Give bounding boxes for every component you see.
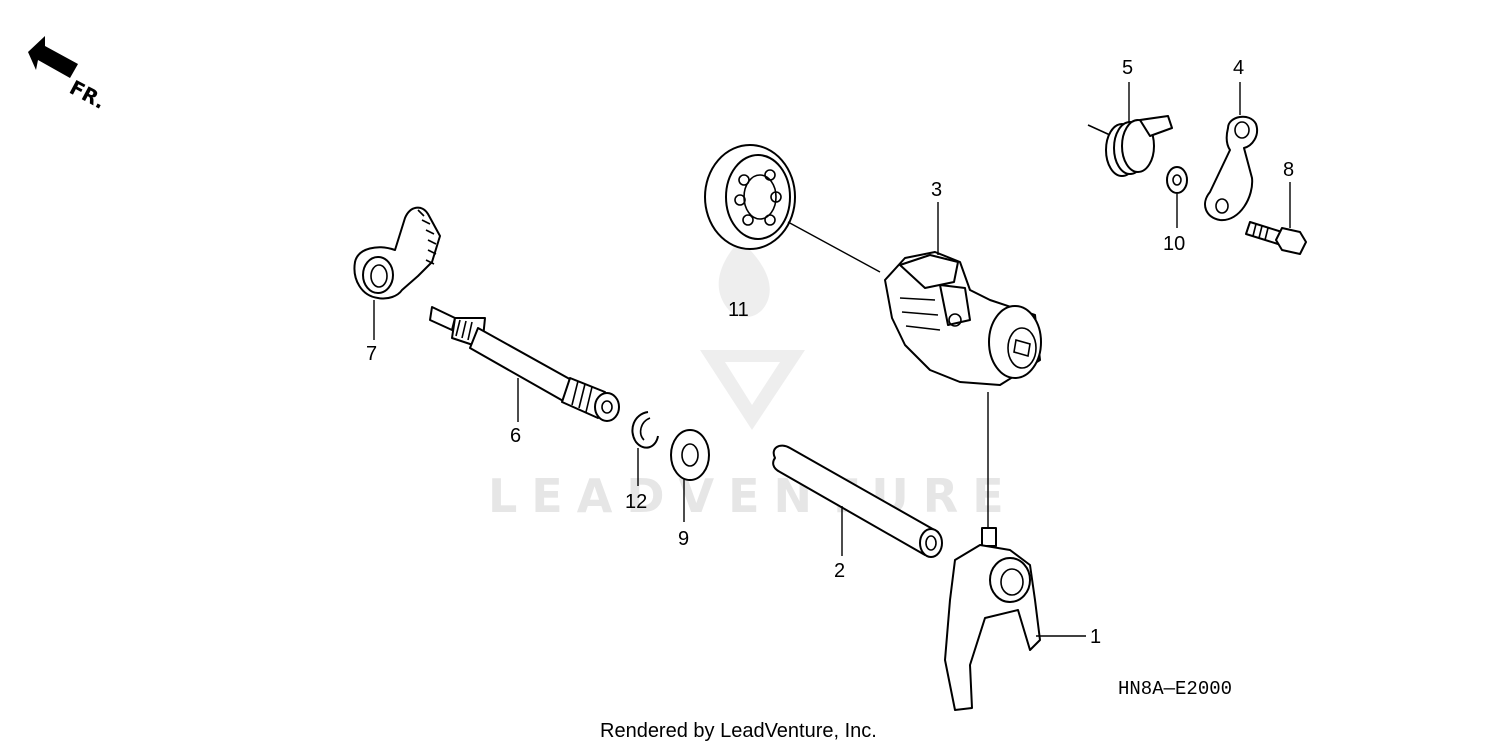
callout-9: 9	[678, 528, 689, 550]
callout-3: 3	[931, 179, 942, 201]
part-9-washer	[670, 429, 710, 481]
front-direction-label: FR.	[66, 75, 110, 114]
watermark-v-icon	[700, 350, 805, 430]
callout-1: 1	[1090, 626, 1101, 648]
callout-4: 4	[1233, 57, 1244, 79]
part-5-spring	[1087, 115, 1173, 177]
front-arrow-icon	[28, 36, 78, 78]
part-1-shift-fork	[944, 527, 1041, 711]
part-7-gear-segment	[353, 206, 441, 300]
part-12-snap-ring	[631, 411, 659, 449]
front-direction-indicator: FR.	[28, 36, 110, 114]
watermark-text: LEADVENTURE	[488, 469, 1018, 523]
callout-7: 7	[366, 343, 377, 365]
callout-5: 5	[1122, 57, 1133, 79]
callout-8: 8	[1283, 159, 1294, 181]
callout-11: 11	[728, 299, 749, 321]
leader-11-to-3	[787, 221, 881, 273]
callout-6: 6	[510, 425, 521, 447]
part-3-shift-drum	[884, 251, 1042, 386]
part-2-fork-shaft	[772, 444, 943, 558]
watermark: LEADVENTURE	[488, 240, 1018, 523]
callout-10: 10	[1163, 233, 1185, 255]
callout-2: 2	[834, 560, 845, 582]
footer-credit: Rendered by LeadVenture, Inc.	[600, 720, 877, 742]
part-6-shift-spindle	[429, 306, 620, 422]
part-10-washer	[1166, 166, 1188, 194]
diagram-code: HN8A—E2000	[1118, 678, 1232, 700]
part-11-bearing	[704, 144, 796, 250]
watermark-flame-icon	[718, 240, 770, 318]
part-4-stopper-arm	[1204, 115, 1258, 222]
part-8-bolt	[1245, 221, 1307, 255]
callout-12: 12	[625, 491, 647, 513]
